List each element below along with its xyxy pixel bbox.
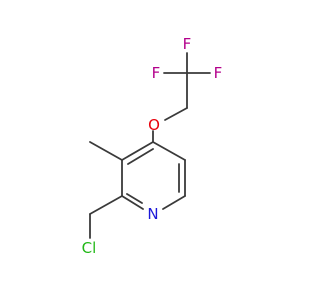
molecule-canvas: F F F O N Cl xyxy=(82,35,223,257)
bond-c2-ch2 xyxy=(89,195,123,215)
bond-c6-n xyxy=(162,195,186,210)
nitrogen-label: N xyxy=(147,205,158,223)
bond-c3-c4-inner xyxy=(127,148,154,165)
fluorine-label-right: F xyxy=(214,64,223,82)
bond-n-c2-inner xyxy=(126,193,143,204)
oxygen-label: O xyxy=(148,116,160,134)
bonds xyxy=(89,52,211,239)
chlorine-label: Cl xyxy=(82,239,97,257)
bond-ch2-o xyxy=(164,107,188,121)
bond-c3-c4 xyxy=(121,141,154,161)
fluorine-label-left: F xyxy=(152,64,161,82)
bond-c4-c5 xyxy=(152,141,186,161)
fluorine-label-top: F xyxy=(183,35,192,53)
bond-n-c2 xyxy=(121,195,144,210)
bond-c3-methyl xyxy=(89,141,123,161)
atom-labels: F F F O N Cl xyxy=(82,35,223,257)
structure-diagram: F F F O N Cl xyxy=(82,35,223,257)
